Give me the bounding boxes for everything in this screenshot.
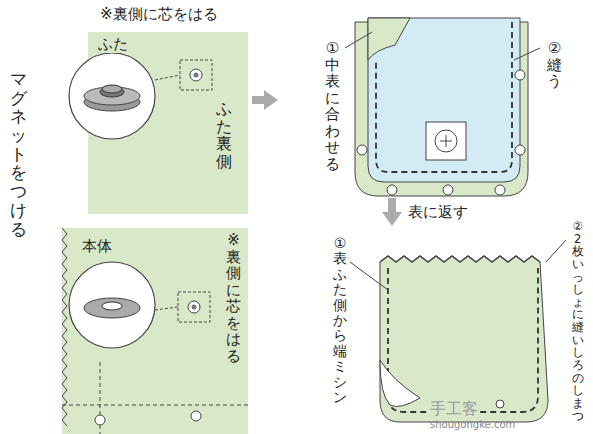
part-name: ふた裏側 xyxy=(216,100,232,170)
watermark: shougongke.com xyxy=(430,419,515,431)
step-instruction: ①中表に合わせる xyxy=(325,40,340,172)
note: ※裏側に芯をはる xyxy=(226,232,241,364)
part-name: 本体 xyxy=(82,238,112,255)
note: ※裏側に芯をはる xyxy=(100,6,218,23)
watermark: 手工客 xyxy=(430,400,478,418)
step-instruction: ①表ふた側から端ミシン xyxy=(333,236,347,405)
step-instruction: ②2枚いっしょに縫いしろのしまつ xyxy=(572,220,584,422)
step-heading: マグネットをつける xyxy=(10,70,27,238)
panel: 本体 xyxy=(62,228,248,434)
step-instruction: 表に返す xyxy=(408,204,468,221)
step-instruction: ②縫う xyxy=(547,40,562,90)
part-name: ふた xyxy=(98,36,128,53)
panel: ふたふた裏側 xyxy=(88,32,248,214)
